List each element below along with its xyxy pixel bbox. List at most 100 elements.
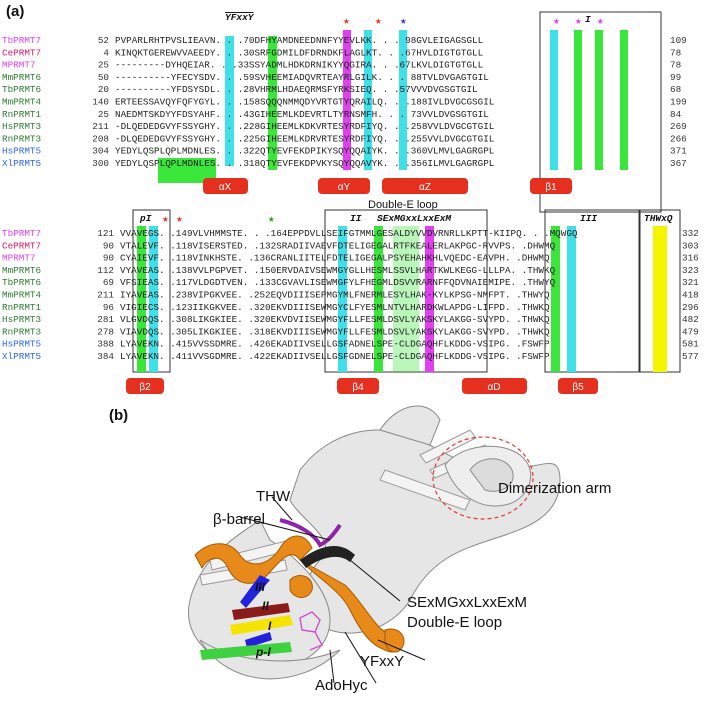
- aligned-sequence: ----------YFDSYSDL. . .28VHRMLHDAEQRMSFY…: [115, 84, 478, 95]
- aligned-sequence: -DLQEDEDGVYFSSYGHY. . .228GIHEEMLKDKVRTE…: [115, 121, 494, 132]
- species-name: CePRMT7: [2, 47, 41, 58]
- row-end-number: 581: [682, 339, 699, 350]
- ss-alpha-z-label: αZ: [419, 182, 431, 193]
- dimerization-ellipse: [432, 436, 534, 520]
- row-start-number: 50: [98, 72, 109, 83]
- label-sex-motif: SExMGxxLxxExM: [407, 594, 527, 611]
- row-end-number: 323: [682, 265, 699, 276]
- aligned-sequence: LYAVEKN. .411VVSGDMRE. .422EKADIIVSELLGS…: [120, 351, 550, 362]
- motif-II-label: II: [350, 213, 362, 224]
- species-name: RnPRMT1: [2, 302, 41, 313]
- aligned-sequence: VTALEVF. .118VISERSTED. .132SRADIIVAEVFD…: [120, 240, 556, 251]
- row-end-number: 266: [670, 133, 687, 144]
- ss-alpha-y: [318, 178, 370, 194]
- ss-beta-2-label: β2: [139, 382, 151, 393]
- block2-stars: ★ ★ ★: [162, 214, 275, 226]
- row-end-number: 316: [682, 253, 699, 264]
- svg-text:★: ★: [597, 16, 604, 28]
- double-e-loop-label: Double-E loop: [368, 199, 438, 211]
- species-name: XlPRMT5: [2, 351, 41, 362]
- species-name: CePRMT7: [2, 240, 41, 251]
- block1-highlights: [158, 30, 628, 183]
- row-start-number: 112: [97, 265, 114, 276]
- species-name: HsPRMT5: [2, 339, 41, 350]
- species-name: RnPRMT3: [2, 133, 41, 144]
- aligned-sequence: ---------DYHQEIAR. . .33SSYADMLHDKDRNIKY…: [115, 60, 483, 71]
- aligned-sequence: YEDYLQSPLQPLMDNLES. . .322QTYEVFEKDPIKYS…: [115, 146, 494, 157]
- aligned-sequence: VIAVDQS. .305LIKGKIEE. .318EKVDIIISEWMGY…: [120, 326, 550, 337]
- row-end-number: 482: [682, 314, 699, 325]
- ss-beta-1-label: β1: [545, 182, 557, 193]
- adohyc-ligand: [299, 611, 323, 651]
- row-end-number: 367: [670, 158, 687, 169]
- svg-text:★: ★: [343, 16, 350, 28]
- row-start-number: 281: [97, 314, 114, 325]
- protein-structure: [188, 405, 561, 680]
- svg-text:★: ★: [400, 16, 407, 28]
- aligned-sequence: KINQKTGEREWVVAEEDY. . .30SRFGDMILDFDRNDK…: [115, 47, 483, 58]
- block1-stars: ★ ★ ★ ★ ★ ★: [343, 16, 604, 28]
- row-start-number: 388: [97, 339, 114, 350]
- label-strand-III: III: [255, 580, 266, 594]
- row-end-number: 296: [682, 302, 699, 313]
- row-end-number: 109: [670, 35, 687, 46]
- svg-text:★: ★: [553, 16, 560, 28]
- ss-alpha-y-label: αY: [338, 182, 351, 193]
- svg-text:★: ★: [575, 16, 582, 28]
- block1-ss: αX αY αZ β1 Double-E loop: [203, 178, 572, 211]
- aligned-sequence: VYAVEAS. .138VVLPGPVET. .150ERVDAIVSEWMG…: [120, 265, 556, 276]
- ss-beta-2: [126, 378, 164, 394]
- row-end-number: 84: [670, 109, 682, 120]
- row-start-number: 52: [98, 35, 109, 46]
- ss-beta-5-label: β5: [572, 382, 584, 393]
- row-end-number: 577: [682, 351, 699, 362]
- aligned-sequence: ----------YFECYSDV. . .59SVHEEMIADQVRTEA…: [115, 72, 489, 83]
- row-start-number: 140: [92, 97, 109, 108]
- aligned-sequence: -DLQEDEDGVYFSSYGHY. . .225GIHEEMLKDRVRTE…: [115, 133, 494, 144]
- species-name: HsPRMT3: [2, 314, 41, 325]
- motif-thw-label: THWxQ: [644, 213, 673, 224]
- aligned-sequence: VFSIEAS. .117VLDGDTVEN. .133CGVAVLISEWMG…: [120, 277, 556, 288]
- motif-yfxxy-top: YFxxY: [225, 12, 255, 23]
- row-start-number: 300: [92, 158, 109, 169]
- species-name: MmPRMT4: [2, 290, 41, 301]
- svg-text:★: ★: [162, 214, 169, 226]
- label-thw: THW: [256, 488, 291, 505]
- row-start-number: 4: [103, 47, 109, 58]
- row-end-number: 371: [670, 146, 687, 157]
- row-start-number: 304: [92, 146, 109, 157]
- row-end-number: 479: [682, 326, 699, 337]
- species-name: TbPRMT6: [2, 277, 41, 288]
- row-start-number: 384: [97, 351, 114, 362]
- aligned-sequence: LYAVEKN. .415VVSSDMRE. .426EKADIIVSELLGS…: [120, 339, 550, 350]
- species-name: TbPRMT6: [2, 84, 41, 95]
- row-start-number: 211: [97, 290, 114, 301]
- species-name: HsPRMT3: [2, 121, 41, 132]
- panel-label-a: (a): [6, 3, 24, 20]
- row-start-number: 208: [92, 133, 109, 144]
- species-name: MPRMT7: [2, 60, 35, 71]
- species-name: RnPRMT3: [2, 326, 41, 337]
- label-strand-II: II: [262, 599, 269, 613]
- species-name: MmPRMT4: [2, 97, 41, 108]
- thw-loop: [279, 518, 342, 548]
- label-strand-pI: p-I: [255, 645, 271, 659]
- species-name: HsPRMT5: [2, 146, 41, 157]
- row-end-number: 303: [682, 240, 699, 251]
- label-yfxxy: YFxxY: [360, 653, 404, 670]
- block2-frames: [132, 209, 681, 373]
- motif-I-frame: [539, 11, 662, 213]
- aligned-sequence: VLGVDQS. .308LIKGKIEE. .320EKVDVIISEWMGY…: [120, 314, 550, 325]
- species-name: MPRMT7: [2, 253, 35, 264]
- ss-alpha-z: [382, 178, 468, 194]
- row-end-number: 199: [670, 97, 687, 108]
- svg-text:★: ★: [176, 214, 183, 226]
- ss-beta-4: [337, 378, 379, 394]
- species-name: MmPRMT6: [2, 72, 41, 83]
- ss-alpha-x: [203, 178, 248, 194]
- row-end-number: 78: [670, 47, 681, 58]
- aligned-sequence: VVAVEGS. .149VLVHMMSTE. . .164EPPDVLLSEI…: [120, 228, 578, 239]
- aligned-sequence: PVPARLRHTPVSLIEAVN. . .70DFHYAMDNEEDNNFY…: [115, 35, 483, 46]
